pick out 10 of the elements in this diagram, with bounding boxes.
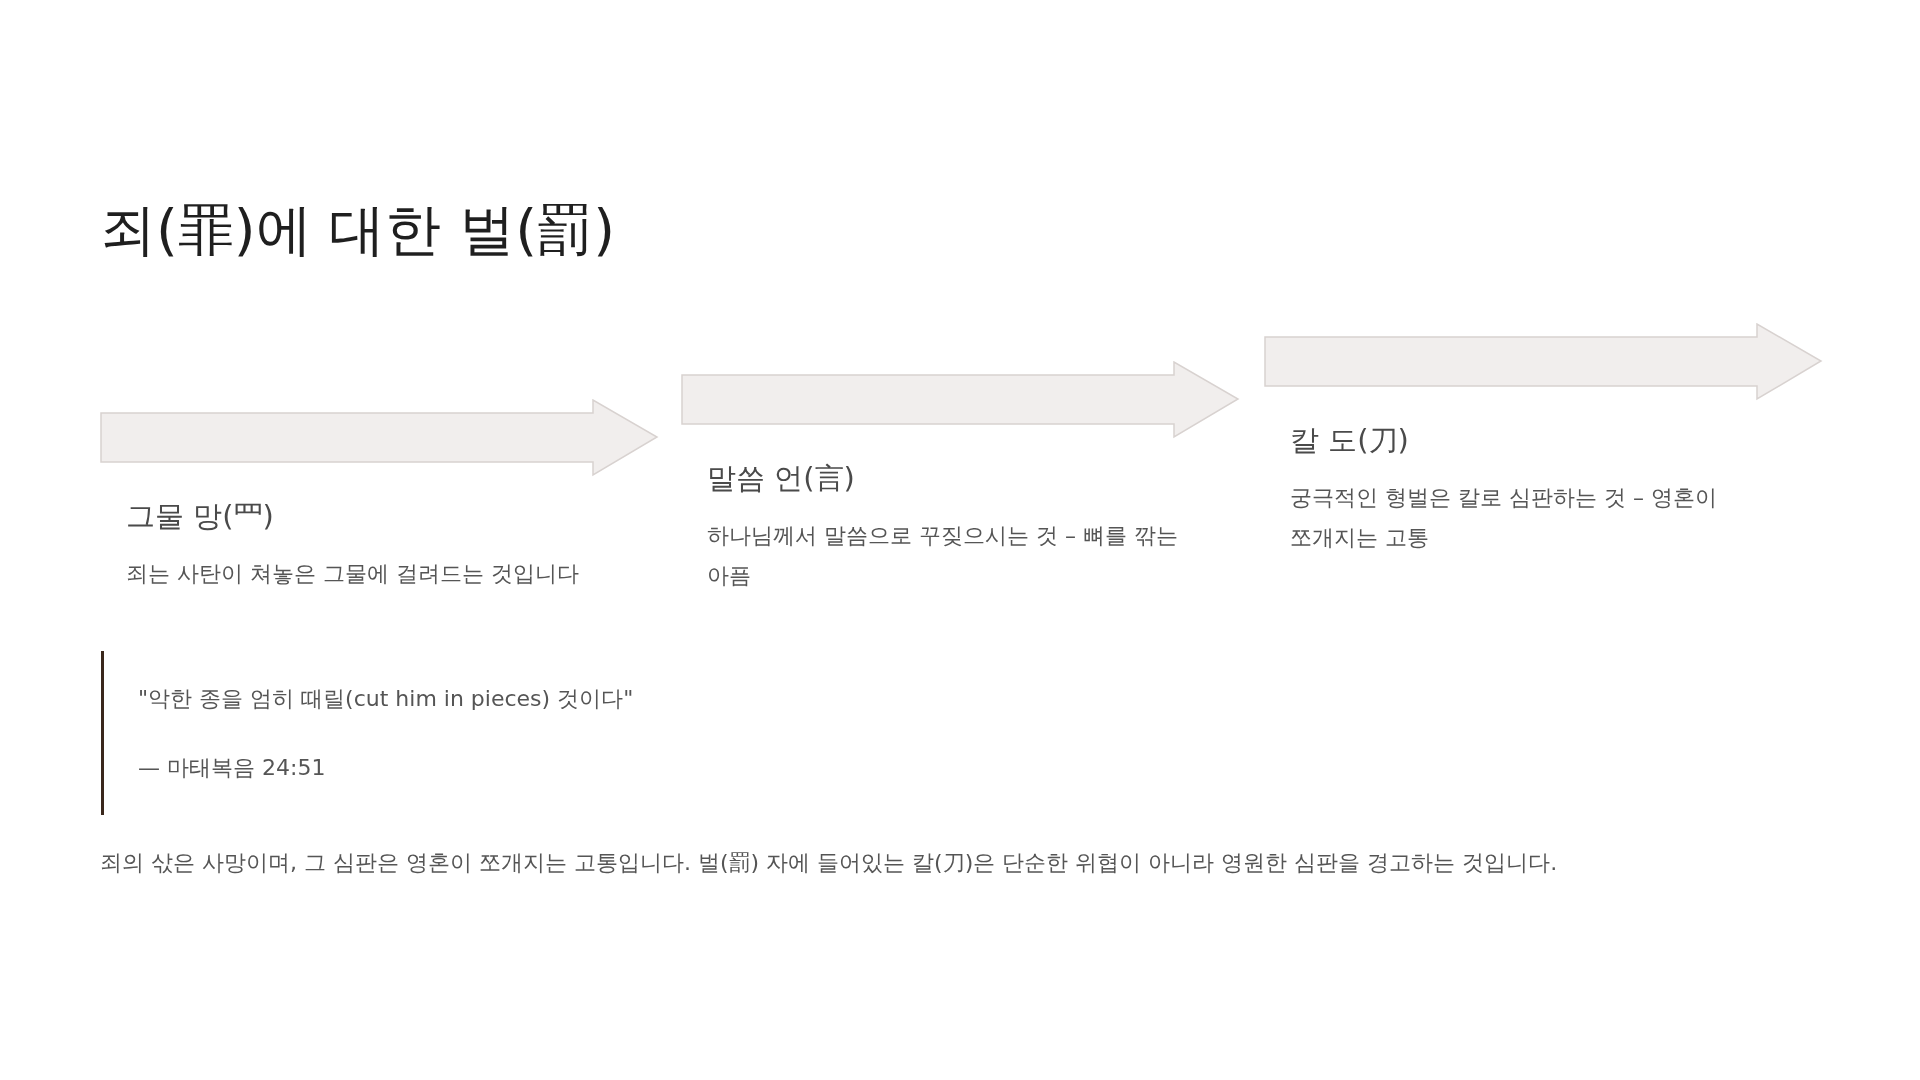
- step-description: 죄는 사탄이 쳐놓은 그물에 걸려드는 것입니다: [126, 560, 580, 588]
- quote-citation: — 마태복음 24:51: [138, 754, 326, 782]
- step-heading: 칼 도(刀): [1290, 423, 1409, 458]
- step-heading: 말씀 언(言): [707, 461, 855, 496]
- quote-text: "악한 종을 엄히 때릴(cut him in pieces) 것이다": [138, 685, 634, 713]
- summary-text: 죄의 삯은 사망이며, 그 심판은 영혼이 쪼개지는 고통입니다. 벌(罰) 자에 들어있는 칼(刀)은 단순한 위협이 아니라 영원한 심판을 경고하는 것입니다.: [100, 849, 1558, 877]
- step-heading: 그물 망(罒): [126, 499, 274, 534]
- step-description: 궁극적인 형벌은 칼로 심판하는 것 – 영혼이 쪼개지는 고통: [1290, 484, 1718, 552]
- page-title: 죄(罪)에 대한 벌(罰): [100, 196, 615, 264]
- step-description: 하나님께서 말씀으로 꾸짖으시는 것 – 뼈를 깎는 아픔: [707, 522, 1179, 590]
